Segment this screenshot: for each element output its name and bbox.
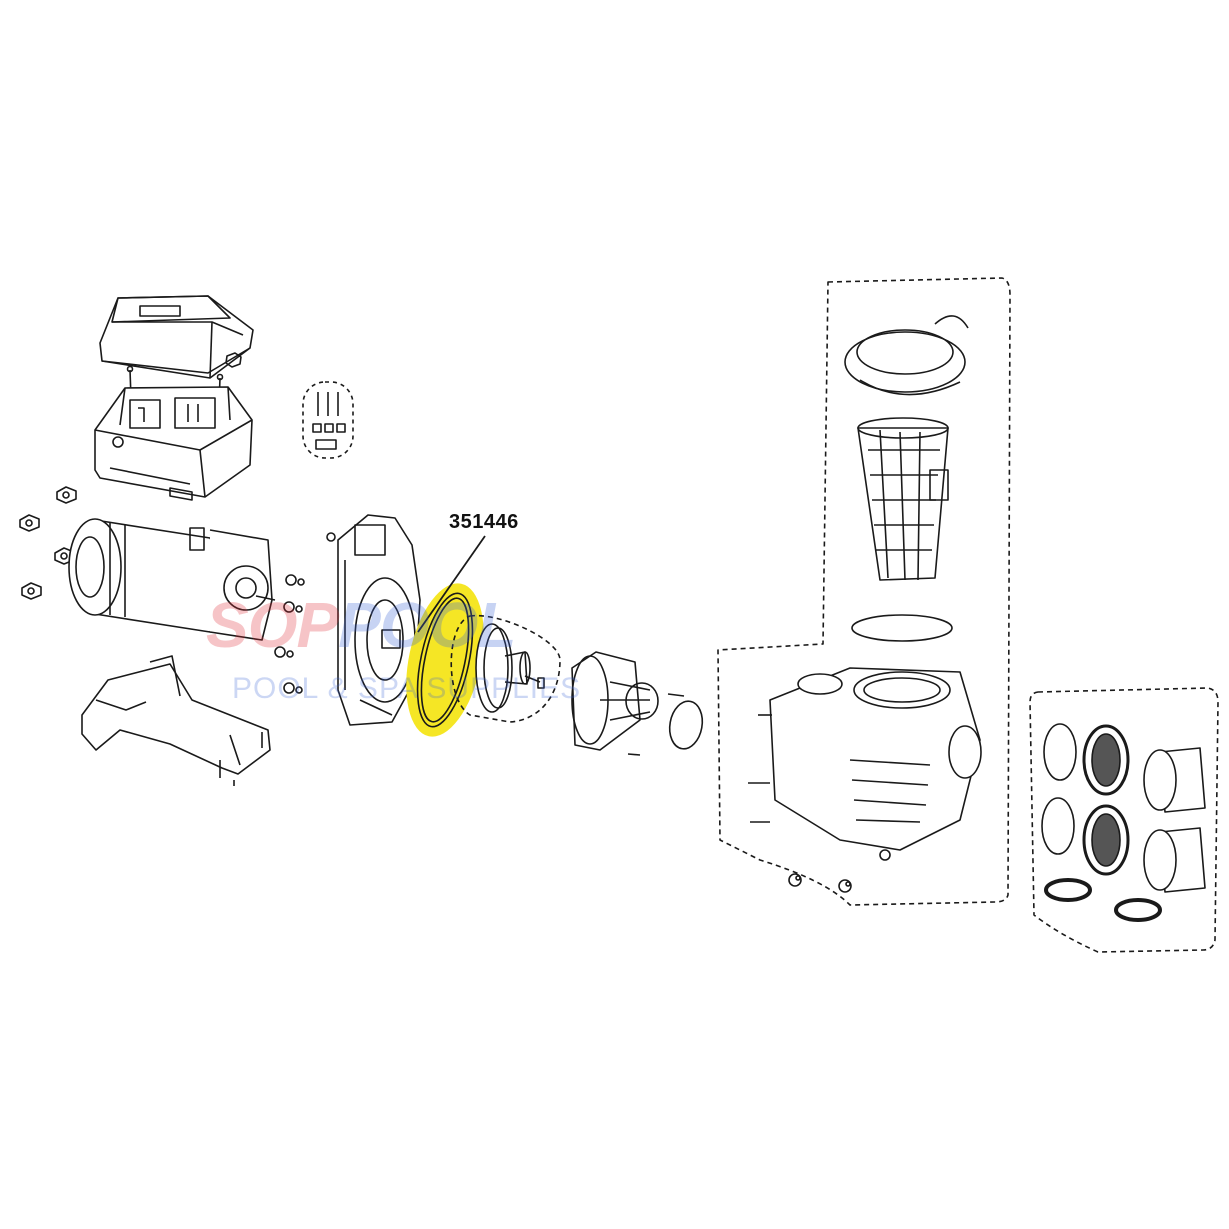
- union-set-lower: [1041, 797, 1206, 922]
- motor: [68, 518, 276, 641]
- watermark-logo: SOPPOOL: [206, 588, 517, 662]
- watermark-tagline: POOL & SPA SUPPLIES: [232, 672, 582, 705]
- strainer-basket: [857, 417, 949, 581]
- diffuser-pins: [627, 693, 685, 756]
- watermark-brand-part1: SOP: [206, 589, 339, 661]
- strainer-lid: [844, 315, 969, 396]
- lid-o-ring: [851, 614, 953, 642]
- drive-housing: [94, 386, 253, 501]
- callout-leader-line: [417, 535, 486, 633]
- diffuser: [571, 651, 659, 751]
- hardware-kit: [302, 381, 354, 459]
- drive-cover: [99, 295, 254, 379]
- motor-base: [81, 655, 271, 786]
- drive-nuts: [19, 486, 77, 600]
- strainer-group-boundary: [717, 277, 1011, 906]
- seal-plate-nuts: [274, 532, 336, 694]
- diffuser-o-ring: [668, 700, 704, 750]
- watermark-brand-part2: POOL: [338, 589, 516, 661]
- drain-plugs: [788, 873, 852, 893]
- pump-body: [748, 667, 982, 861]
- part-number-label: 351446: [449, 511, 519, 533]
- union-group-boundary: [1029, 687, 1219, 953]
- impeller-group: [450, 614, 561, 723]
- union-set-upper: [1043, 723, 1206, 813]
